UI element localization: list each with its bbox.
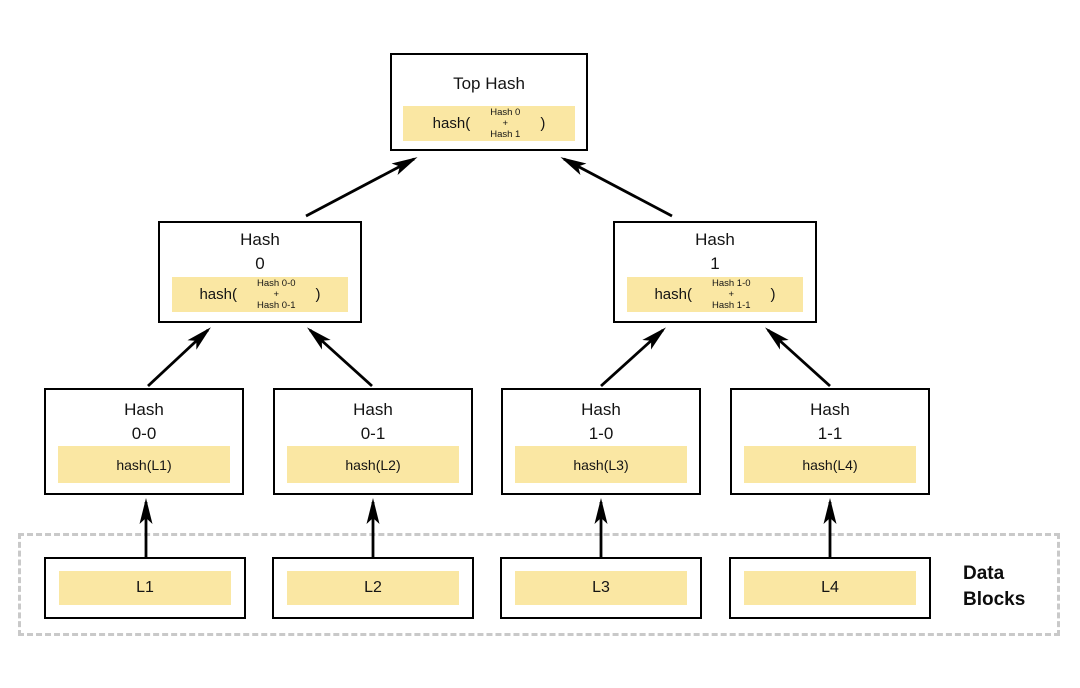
node-hash-0-1: Hash 0-1 hash(L2)	[273, 388, 473, 495]
node-hash-1-1-title: Hash 1-1	[732, 390, 928, 446]
node-top-hash-title: Top Hash	[453, 74, 525, 93]
hash-close-paren: )	[315, 286, 321, 303]
arrow-hash10-to-hash1	[600, 327, 666, 388]
data-blocks-label-line2: Blocks	[963, 589, 1026, 610]
hash-func-text: hash(	[432, 115, 471, 132]
hash-operator: +	[273, 289, 280, 300]
hash-operator: +	[502, 118, 509, 129]
node-hash-0-formula: hash( Hash 0-0 + Hash 0-1 )	[172, 277, 348, 312]
hash-operand-bottom: Hash 0-1	[256, 300, 296, 311]
hash-func-text: hash(	[654, 286, 692, 303]
node-hash-1-0-formula: hash(L3)	[515, 446, 687, 483]
node-hash-0-title: Hash 0	[160, 223, 360, 276]
arrow-hash1-to-top	[560, 157, 673, 218]
node-hash-1-title-line1: Hash	[695, 230, 735, 249]
node-top-hash: Top Hash hash( Hash 0 + Hash 1 )	[390, 53, 588, 151]
node-hash-0-1-title-line1: Hash	[353, 400, 393, 419]
node-hash-1-0-title: Hash 1-0	[503, 390, 699, 446]
node-hash-0-0-title-line1: Hash	[124, 400, 164, 419]
hash-operands: Hash 1-0 + Hash 1-1	[712, 278, 751, 311]
node-hash-1-title-line2: 1	[710, 254, 720, 273]
node-hash-0-0-title-line2: 0-0	[131, 424, 157, 443]
hash-operand-top: Hash 0-0	[256, 278, 296, 289]
hash-close-paren: )	[540, 115, 546, 132]
arrow-hash0-to-top	[305, 157, 418, 218]
data-block-l2: L2	[272, 557, 474, 619]
data-block-l1-label: L1	[59, 571, 231, 605]
node-hash-1-0-title-line1: Hash	[581, 400, 621, 419]
node-hash-0-0-formula: hash(L1)	[58, 446, 230, 483]
arrow-hash11-to-hash1	[765, 327, 831, 388]
data-blocks-label: Data Blocks	[963, 561, 1025, 613]
hash-operand-top: Hash 0	[490, 107, 521, 118]
node-hash-1-1-title-line2: 1-1	[817, 424, 843, 443]
data-block-l1: L1	[44, 557, 246, 619]
hash-operator: +	[728, 289, 735, 300]
arrow-hash00-to-hash0	[147, 327, 211, 388]
hash-operands: Hash 0 + Hash 1	[490, 107, 520, 140]
node-hash-1-title: Hash 1	[615, 223, 815, 276]
node-hash-1-formula: hash( Hash 1-0 + Hash 1-1 )	[627, 277, 803, 312]
node-hash-0-title-line1: Hash	[240, 230, 280, 249]
node-hash-1-0: Hash 1-0 hash(L3)	[501, 388, 701, 495]
arrow-hash01-to-hash0	[307, 327, 373, 388]
node-hash-0-1-title: Hash 0-1	[275, 390, 471, 446]
data-block-l3: L3	[500, 557, 702, 619]
data-blocks-container	[18, 533, 1060, 636]
hash-func-text: hash(	[199, 286, 237, 303]
data-blocks-label-line1: Data	[963, 563, 1005, 584]
data-block-l3-label: L3	[515, 571, 687, 605]
node-hash-0-0: Hash 0-0 hash(L1)	[44, 388, 244, 495]
data-block-l4-label: L4	[744, 571, 916, 605]
node-hash-0-1-formula: hash(L2)	[287, 446, 459, 483]
hash-operands: Hash 0-0 + Hash 0-1	[257, 278, 296, 311]
node-hash-0-0-title: Hash 0-0	[46, 390, 242, 446]
node-top-hash-formula: hash( Hash 0 + Hash 1 )	[403, 106, 575, 141]
node-hash-1-0-title-line2: 1-0	[588, 424, 614, 443]
hash-operand-bottom: Hash 1	[490, 129, 521, 140]
node-hash-1: Hash 1 hash( Hash 1-0 + Hash 1-1 )	[613, 221, 817, 323]
node-hash-0: Hash 0 hash( Hash 0-0 + Hash 0-1 )	[158, 221, 362, 323]
hash-operand-top: Hash 1-0	[711, 278, 751, 289]
node-hash-0-title-line2: 0	[255, 254, 265, 273]
node-hash-1-1-formula: hash(L4)	[744, 446, 916, 483]
node-hash-0-1-title-line2: 0-1	[360, 424, 386, 443]
node-hash-1-1-title-line1: Hash	[810, 400, 850, 419]
data-block-l2-label: L2	[287, 571, 459, 605]
data-block-l4: L4	[729, 557, 931, 619]
node-hash-1-1: Hash 1-1 hash(L4)	[730, 388, 930, 495]
hash-close-paren: )	[770, 286, 776, 303]
hash-operand-bottom: Hash 1-1	[711, 300, 751, 311]
